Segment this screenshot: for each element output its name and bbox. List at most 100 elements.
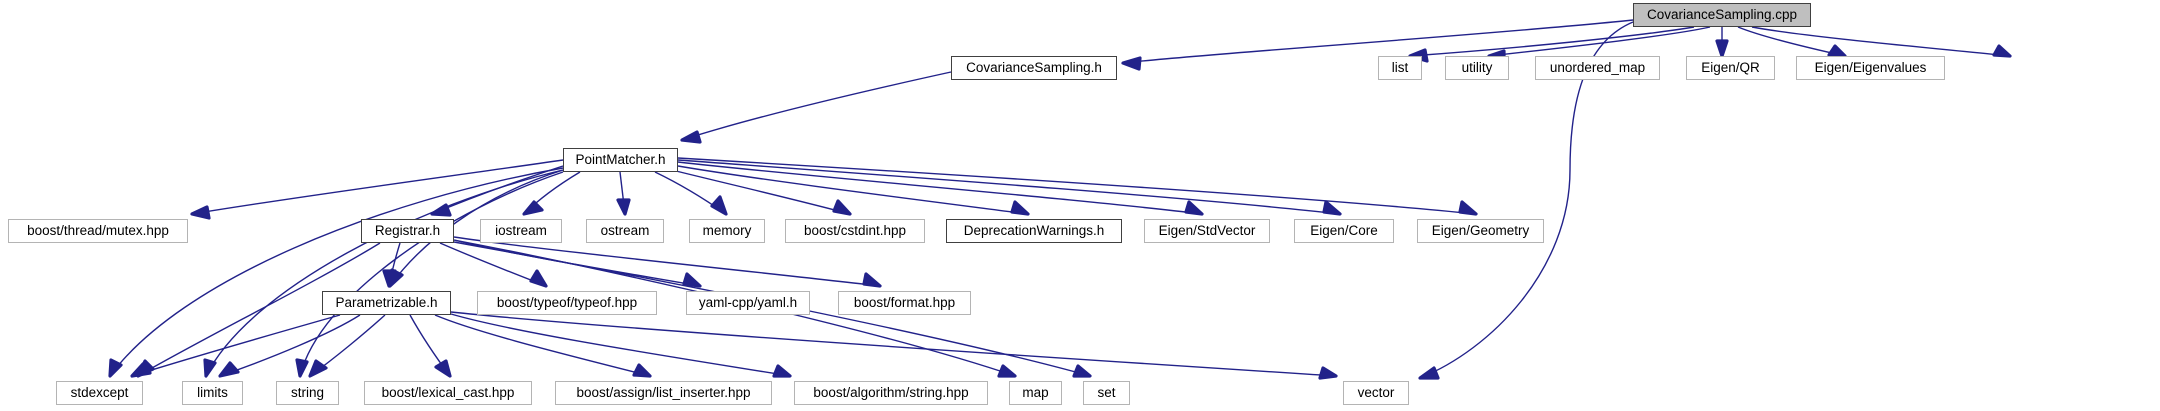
graph-node-eigeneig[interactable]: Eigen/Eigenvalues [1796,56,1945,80]
graph-node-memory[interactable]: memory [689,219,765,243]
arrowhead-registrar-to-param [382,269,397,288]
arrowhead-param-to-string [308,359,328,378]
edge-pmh-to-param [389,169,564,287]
graph-node-label: string [290,385,324,400]
graph-node-utility[interactable]: utility [1445,56,1509,80]
arrowhead-param-to-algstring [772,364,792,378]
edge-root-to-covh [1122,19,1634,64]
arrowhead-param-to-assign [632,363,652,378]
graph-node-ostream[interactable]: ostream [586,219,664,243]
graph-node-assign[interactable]: boost/assign/list_inserter.hpp [555,381,772,405]
graph-node-label: CovarianceSampling.h [966,60,1102,75]
edge-param-to-limits [219,314,361,377]
arrowhead-registrar-to-format [862,272,882,288]
graph-node-eigengeom[interactable]: Eigen/Geometry [1417,219,1544,243]
graph-node-label: set [1097,385,1116,400]
arrowhead-root-to-vector [1418,366,1440,380]
edge-pmh-to-eigengeom [677,157,1477,215]
graph-node-label: boost/assign/list_inserter.hpp [576,385,751,400]
graph-node-limits[interactable]: limits [182,381,243,405]
edge-param-to-algstring [450,313,791,377]
edge-pmh-to-registrar [431,165,564,215]
graph-node-set[interactable]: set [1083,381,1130,405]
graph-node-label: boost/thread/mutex.hpp [27,223,169,238]
edge-registrar-to-stdexcept [137,242,381,377]
graph-node-param[interactable]: Parametrizable.h [322,291,451,315]
graph-node-label: yaml-cpp/yaml.h [698,295,798,310]
arrowhead-pmh-to-memory [710,195,728,216]
arrowhead-root-to-unordmap [1715,39,1729,58]
edge-pmh-to-eigencore [677,159,1341,215]
graph-node-unordmap[interactable]: unordered_map [1535,56,1660,80]
graph-node-label: boost/typeof/typeof.hpp [496,295,638,310]
graph-node-cstdint[interactable]: boost/cstdint.hpp [785,219,925,243]
arrowhead-pmh-to-eigengeom [1458,200,1478,216]
arrowhead-registrar-to-map [997,364,1017,378]
graph-node-lexical[interactable]: boost/lexical_cast.hpp [364,381,532,405]
graph-node-registrar[interactable]: Registrar.h [361,219,454,243]
edge-param-to-assign [434,314,651,377]
arrowhead-root-to-eigeneig [1992,44,2012,58]
graph-node-iostream[interactable]: iostream [480,219,562,243]
graph-node-label: vector [1357,385,1395,400]
graph-node-string[interactable]: string [276,381,339,405]
arrowhead-pmh-to-stdexcept [108,358,123,378]
graph-node-eigenqr[interactable]: Eigen/QR [1686,56,1775,80]
arrowhead-root-to-covh [1121,56,1142,71]
arrowhead-param-to-stdexcept [130,362,152,378]
graph-node-typeof[interactable]: boost/typeof/typeof.hpp [477,291,657,315]
arrowhead-pmh-to-eigencore [1322,200,1342,216]
edge-pmh-to-deprec [677,165,1029,215]
graph-node-label: boost/lexical_cast.hpp [381,385,515,400]
graph-node-label: Eigen/Eigenvalues [1814,60,1927,75]
graph-node-label: Eigen/Core [1310,223,1378,238]
graph-node-deprec[interactable]: DeprecationWarnings.h [946,219,1122,243]
edge-covh-to-pmh [681,71,952,141]
graph-node-label: Eigen/StdVector [1158,223,1256,238]
graph-node-yaml[interactable]: yaml-cpp/yaml.h [686,291,810,315]
graph-node-label: utility [1461,60,1493,75]
graph-node-mutex[interactable]: boost/thread/mutex.hpp [8,219,188,243]
edge-param-to-vector [450,311,1337,377]
arrowhead-param-to-limits [218,361,240,378]
edge-pmh-to-stdexcept [109,167,564,377]
arrowhead-pmh-to-string [295,358,309,378]
arrowhead-param-to-lexical [434,359,452,378]
arrowhead-pmh-to-mutex [190,205,211,220]
graph-node-label: Eigen/Geometry [1431,223,1530,238]
graph-node-stdexcept[interactable]: stdexcept [56,381,143,405]
graph-node-label: boost/algorithm/string.hpp [813,385,969,400]
arrowhead-pmh-to-stdvector [1184,200,1204,216]
graph-node-label: boost/format.hpp [853,295,956,310]
graph-node-map[interactable]: map [1009,381,1062,405]
arrowhead-registrar-to-yaml [682,272,702,288]
graph-node-list[interactable]: list [1378,56,1422,80]
arrowhead-pmh-to-iostream [522,200,544,216]
arrowhead-pmh-to-cstdint [832,199,852,216]
graph-node-label: memory [702,223,752,238]
arrowhead-root-to-eigenqr [1827,44,1847,58]
graph-node-label: CovarianceSampling.cpp [1646,7,1798,22]
graph-node-stdvector[interactable]: Eigen/StdVector [1144,219,1270,243]
graph-node-algstring[interactable]: boost/algorithm/string.hpp [794,381,988,405]
arrowhead-param-to-vector [1318,366,1338,380]
graph-node-covh[interactable]: CovarianceSampling.h [951,56,1117,80]
graph-node-label: Parametrizable.h [335,295,438,310]
edge-root-to-eigenqr [1737,26,1846,57]
graph-node-eigencore[interactable]: Eigen/Core [1294,219,1394,243]
graph-node-label: unordered_map [1549,60,1646,75]
graph-node-label: Registrar.h [374,223,441,238]
graph-node-vector[interactable]: vector [1343,381,1409,405]
graph-node-label: map [1022,385,1049,400]
graph-node-root[interactable]: CovarianceSampling.cpp [1633,3,1811,27]
graph-node-pmh[interactable]: PointMatcher.h [563,148,678,172]
edge-pmh-to-cstdint [671,169,851,215]
arrowhead-pmh-to-limits [203,358,217,378]
graph-node-format[interactable]: boost/format.hpp [838,291,971,315]
arrowhead-pmh-to-deprec [1010,200,1030,216]
edge-pmh-to-mutex [191,159,564,215]
graph-node-label: PointMatcher.h [575,152,666,167]
graph-node-label: Eigen/QR [1701,60,1760,75]
arrowhead-registrar-to-typeof [529,269,548,288]
